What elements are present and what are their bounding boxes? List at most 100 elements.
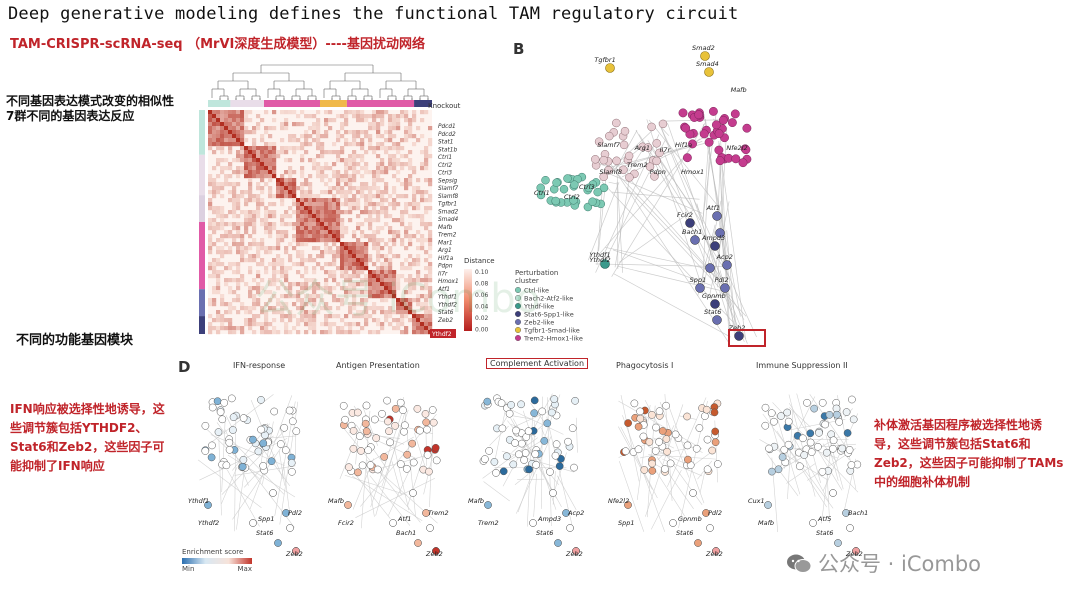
network-node [559,184,569,194]
mini-node [281,446,290,455]
network-node [551,196,560,206]
mini-node [818,398,827,407]
network-node [688,139,697,149]
mini-node [358,461,367,470]
mini-node-label: Bach1 [396,529,416,537]
network-node [569,196,578,205]
mini-node-label: Nfe2l2 [608,497,629,505]
node-label: Arg1 [634,144,650,152]
mini-node [761,403,770,412]
mini-node [502,452,511,461]
gene-label: Pdcd1 [438,124,456,130]
legend-label: Stat6-Spp1-like [524,311,574,319]
network-node [605,63,615,73]
mini-node [520,456,528,464]
mini-node [666,459,675,468]
mini-node [426,524,434,532]
mini-node [692,444,701,453]
gene-label: Smad4 [438,217,459,223]
mini-node [636,414,645,423]
mini-node [711,438,720,447]
mini-node [511,439,519,447]
gene-label: Stat1 [438,140,453,146]
mini-node-label: Stat6 [676,529,693,537]
mini-node [225,445,234,454]
distance-tick: 0.06 [475,292,489,299]
mini-node [711,427,720,436]
mini-node [645,438,654,446]
network-node [741,145,751,155]
mini-node [547,408,556,417]
network-node [647,122,656,132]
distance-tick: 0.08 [475,281,489,288]
mini-node [345,463,353,472]
mini-node [634,422,643,431]
mini-node [512,426,520,435]
gene-label: Il7r [438,271,448,277]
mini-node [239,414,248,422]
mini-node [770,417,778,426]
network-node [700,51,710,61]
mini-node [423,425,431,434]
mini-node [425,467,433,476]
mini-node [267,457,276,466]
ifn-note: IFN响应被选择性地诱导，这些调节簇包括YTHDF2、Stat6和Zeb2，这些… [10,402,165,473]
mini-node [640,466,649,474]
mini-node [783,408,792,417]
similarity-note-line2: 7群不同的基因表达反应 [6,109,135,123]
network-node [536,190,546,200]
mini-node [566,524,574,532]
mini-node [292,547,300,555]
mini-node [239,455,248,464]
node-label: Zeb2 [728,324,746,332]
mini-node [695,424,704,432]
network-node [645,162,655,171]
mini-node [795,462,804,471]
enrichment-legend: Enrichment score Min Max [182,548,252,574]
network-node [594,137,604,146]
modules-note: 不同的功能基因模块 [16,333,134,348]
mini-node [708,446,717,455]
mini-node [431,443,440,452]
legend-label: Trem2-Hmox1-like [523,335,583,343]
mini-node [815,428,823,437]
legend-label: Bach2-Atf2-like [524,295,573,303]
mini-node [385,427,393,436]
mini-node [550,395,559,403]
network-node [605,131,614,141]
mini-node-label: Gpnmb [678,515,702,523]
mini-node [421,410,430,418]
mini-node [564,437,572,446]
network-node [678,108,688,118]
network-node [599,183,609,193]
mini-node [521,449,530,457]
network-node [650,172,659,181]
mini-node [621,447,630,456]
mini-node [624,501,632,509]
mini-node [380,453,389,461]
node-label: Ythdf2 [589,256,610,264]
mini-node [829,489,837,497]
network-node [625,173,634,182]
knockout-label: Knockout [428,102,461,110]
network-node [593,187,602,197]
mini-node [543,419,552,428]
mini-node [842,509,850,517]
similarity-note: 不同基因表达模式改变的相似性 7群不同的基因表达反应 [6,94,196,124]
mini-node [498,424,507,433]
gene-label: Hmox1 [438,279,459,285]
legend-label: Tgfbr1-Smad-like [523,327,580,335]
mini-node [208,441,216,450]
mini-node [396,398,405,407]
mini-node [568,424,577,433]
mini-node-label: Cux1 [748,497,765,505]
mini-node [432,456,441,465]
node-label: Smad4 [696,60,719,68]
mini-node [292,427,301,436]
mini-node [361,419,370,428]
mini-node [761,421,770,430]
mini-node [630,399,639,408]
legend-swatch [514,303,521,310]
